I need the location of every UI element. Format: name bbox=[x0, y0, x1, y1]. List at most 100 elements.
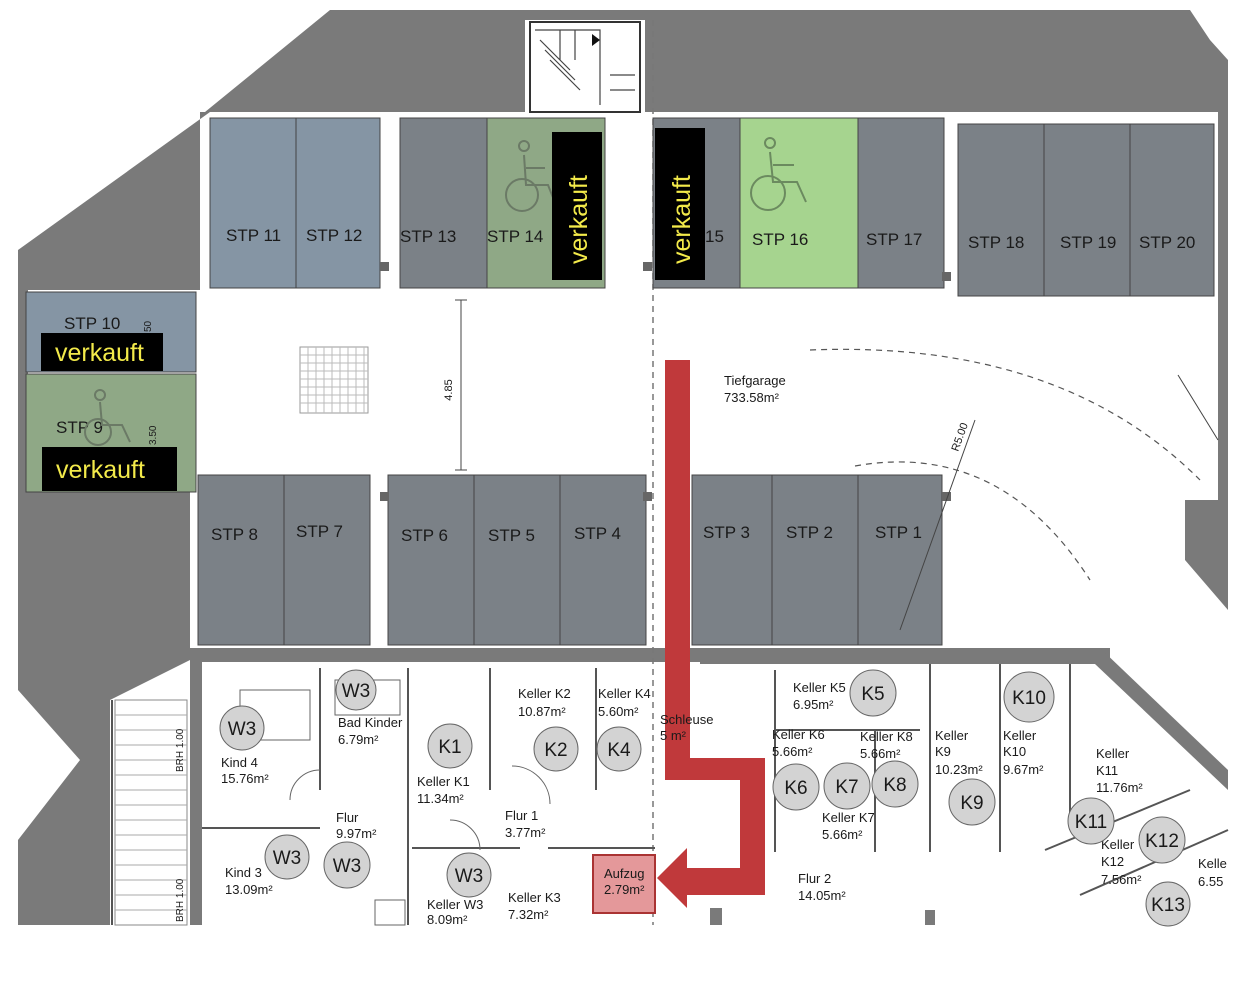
elevator-box bbox=[592, 854, 656, 914]
svg-text:10.23m²: 10.23m² bbox=[935, 762, 983, 777]
stp-15-label: 15 bbox=[705, 227, 724, 246]
svg-text:K7: K7 bbox=[835, 777, 858, 798]
svg-text:Keller: Keller bbox=[1096, 746, 1130, 761]
svg-text:Flur 2: Flur 2 bbox=[798, 871, 831, 886]
drain-grid bbox=[299, 346, 369, 414]
svg-text:Keller K8: Keller K8 bbox=[860, 729, 913, 744]
svg-text:6.95m²: 6.95m² bbox=[793, 697, 834, 712]
svg-text:Keller K1: Keller K1 bbox=[417, 774, 470, 789]
svg-text:Kind 4: Kind 4 bbox=[221, 755, 258, 770]
svg-text:Schleuse: Schleuse bbox=[660, 712, 713, 727]
stp-3-label: STP 3 bbox=[703, 523, 750, 542]
marker-w3: W3 bbox=[264, 834, 310, 880]
sold-badge-stp10: verkauft bbox=[41, 333, 163, 371]
svg-text:Keller: Keller bbox=[1003, 728, 1037, 743]
svg-text:Keller K6: Keller K6 bbox=[772, 727, 825, 742]
stp-8-label: STP 8 bbox=[211, 525, 258, 544]
svg-text:Keller W3: Keller W3 bbox=[427, 897, 483, 912]
svg-text:BRH 1.00: BRH 1.00 bbox=[175, 878, 186, 922]
svg-text:9.97m²: 9.97m² bbox=[336, 826, 377, 841]
marker-k4: K4 bbox=[596, 726, 642, 772]
svg-text:Kind 3: Kind 3 bbox=[225, 865, 262, 880]
marker-k5: K5 bbox=[849, 669, 897, 717]
svg-text:Flur 1: Flur 1 bbox=[505, 808, 538, 823]
svg-text:11.34m²: 11.34m² bbox=[417, 791, 464, 806]
marker-k13: K13 bbox=[1145, 881, 1191, 927]
svg-text:6.79m²: 6.79m² bbox=[338, 732, 379, 747]
parking-row-bottom bbox=[197, 474, 951, 646]
svg-text:verkauft: verkauft bbox=[565, 175, 593, 264]
stp-6-label: STP 6 bbox=[401, 526, 448, 545]
marker-k10: K10 bbox=[1003, 671, 1055, 723]
marker-k8: K8 bbox=[871, 760, 919, 808]
svg-text:10.87m²: 10.87m² bbox=[518, 704, 566, 719]
svg-text:verkauft: verkauft bbox=[56, 456, 145, 484]
svg-text:K10: K10 bbox=[1012, 688, 1046, 709]
stp-7-label: STP 7 bbox=[296, 522, 343, 541]
svg-text:Keller K3: Keller K3 bbox=[508, 890, 561, 905]
svg-text:Aufzug: Aufzug bbox=[604, 866, 644, 881]
marker-k7: K7 bbox=[823, 762, 871, 810]
stp-5-label: STP 5 bbox=[488, 526, 535, 545]
parking-labels: STP 11 STP 12 STP 13 STP 14 15 STP 16 ST… bbox=[56, 226, 1195, 545]
stp-12-label: STP 12 bbox=[306, 226, 362, 245]
svg-text:verkauft: verkauft bbox=[668, 175, 696, 264]
svg-text:7.32m²: 7.32m² bbox=[508, 907, 549, 922]
svg-text:K5: K5 bbox=[861, 684, 884, 705]
basement-walls bbox=[111, 660, 1229, 926]
svg-text:BRH 1.00: BRH 1.00 bbox=[175, 728, 186, 772]
marker-k2: K2 bbox=[533, 726, 579, 772]
svg-text:K12: K12 bbox=[1145, 831, 1179, 852]
svg-text:K4: K4 bbox=[607, 740, 631, 761]
stp-20-label: STP 20 bbox=[1139, 233, 1195, 252]
svg-text:5 m²: 5 m² bbox=[660, 728, 687, 743]
outer-walls bbox=[18, 10, 1228, 925]
garage-area: 733.58m² bbox=[724, 390, 780, 405]
marker-w3: W3 bbox=[219, 705, 265, 751]
svg-text:Keller: Keller bbox=[935, 728, 969, 743]
stp-14-label: STP 14 bbox=[487, 227, 543, 246]
sold-badge-stp14: verkauft bbox=[552, 132, 602, 280]
svg-text:5.66m²: 5.66m² bbox=[772, 744, 813, 759]
svg-text:verkauft: verkauft bbox=[55, 339, 144, 367]
svg-text:5.60m²: 5.60m² bbox=[598, 704, 639, 719]
stp-18-label: STP 18 bbox=[968, 233, 1024, 252]
marker-k11: K11 bbox=[1067, 797, 1115, 845]
svg-text:6.55: 6.55 bbox=[1198, 874, 1223, 889]
svg-text:Keller K7: Keller K7 bbox=[822, 810, 875, 825]
wheelchair-icon bbox=[750, 137, 807, 211]
svg-text:Keller: Keller bbox=[1101, 837, 1135, 852]
marker-w3: W3 bbox=[335, 669, 377, 711]
svg-text:K9: K9 bbox=[960, 793, 983, 814]
dim-485-label: 4.85 bbox=[443, 379, 455, 400]
stp-16-label: STP 16 bbox=[752, 230, 808, 249]
svg-text:K8: K8 bbox=[883, 775, 906, 796]
svg-text:K1: K1 bbox=[438, 737, 461, 758]
stp-11-label: STP 11 bbox=[226, 226, 281, 245]
marker-k6: K6 bbox=[772, 763, 820, 811]
radius-label: R5.00 bbox=[950, 421, 971, 453]
marker-k12: K12 bbox=[1138, 816, 1186, 864]
svg-text:Flur: Flur bbox=[336, 810, 359, 825]
svg-text:8.09m²: 8.09m² bbox=[427, 912, 468, 927]
stp-9-label: STP 9 bbox=[56, 418, 103, 437]
svg-text:W3: W3 bbox=[228, 719, 257, 740]
garage-name: Tiefgarage bbox=[724, 373, 786, 388]
sold-badge-stp9: verkauft bbox=[42, 447, 177, 491]
svg-text:Kelle: Kelle bbox=[1198, 856, 1227, 871]
svg-text:W3: W3 bbox=[455, 866, 484, 887]
room-labels: Kind 4 15.76m² Bad Kinder 6.79m² Flur 9.… bbox=[175, 680, 1227, 927]
svg-text:13.09m²: 13.09m² bbox=[225, 882, 273, 897]
stp-4-label: STP 4 bbox=[574, 524, 621, 543]
marker-w3: W3 bbox=[446, 852, 492, 898]
svg-text:5.66m²: 5.66m² bbox=[822, 827, 863, 842]
svg-text:5.66m²: 5.66m² bbox=[860, 746, 901, 761]
svg-text:2.79m²: 2.79m² bbox=[604, 882, 645, 897]
svg-text:7.56m²: 7.56m² bbox=[1101, 872, 1142, 887]
svg-text:Keller K4: Keller K4 bbox=[598, 686, 651, 701]
svg-text:K9: K9 bbox=[935, 744, 951, 759]
svg-text:Keller K2: Keller K2 bbox=[518, 686, 571, 701]
wheelchair-icon bbox=[84, 389, 131, 446]
svg-text:14.05m²: 14.05m² bbox=[798, 888, 846, 903]
